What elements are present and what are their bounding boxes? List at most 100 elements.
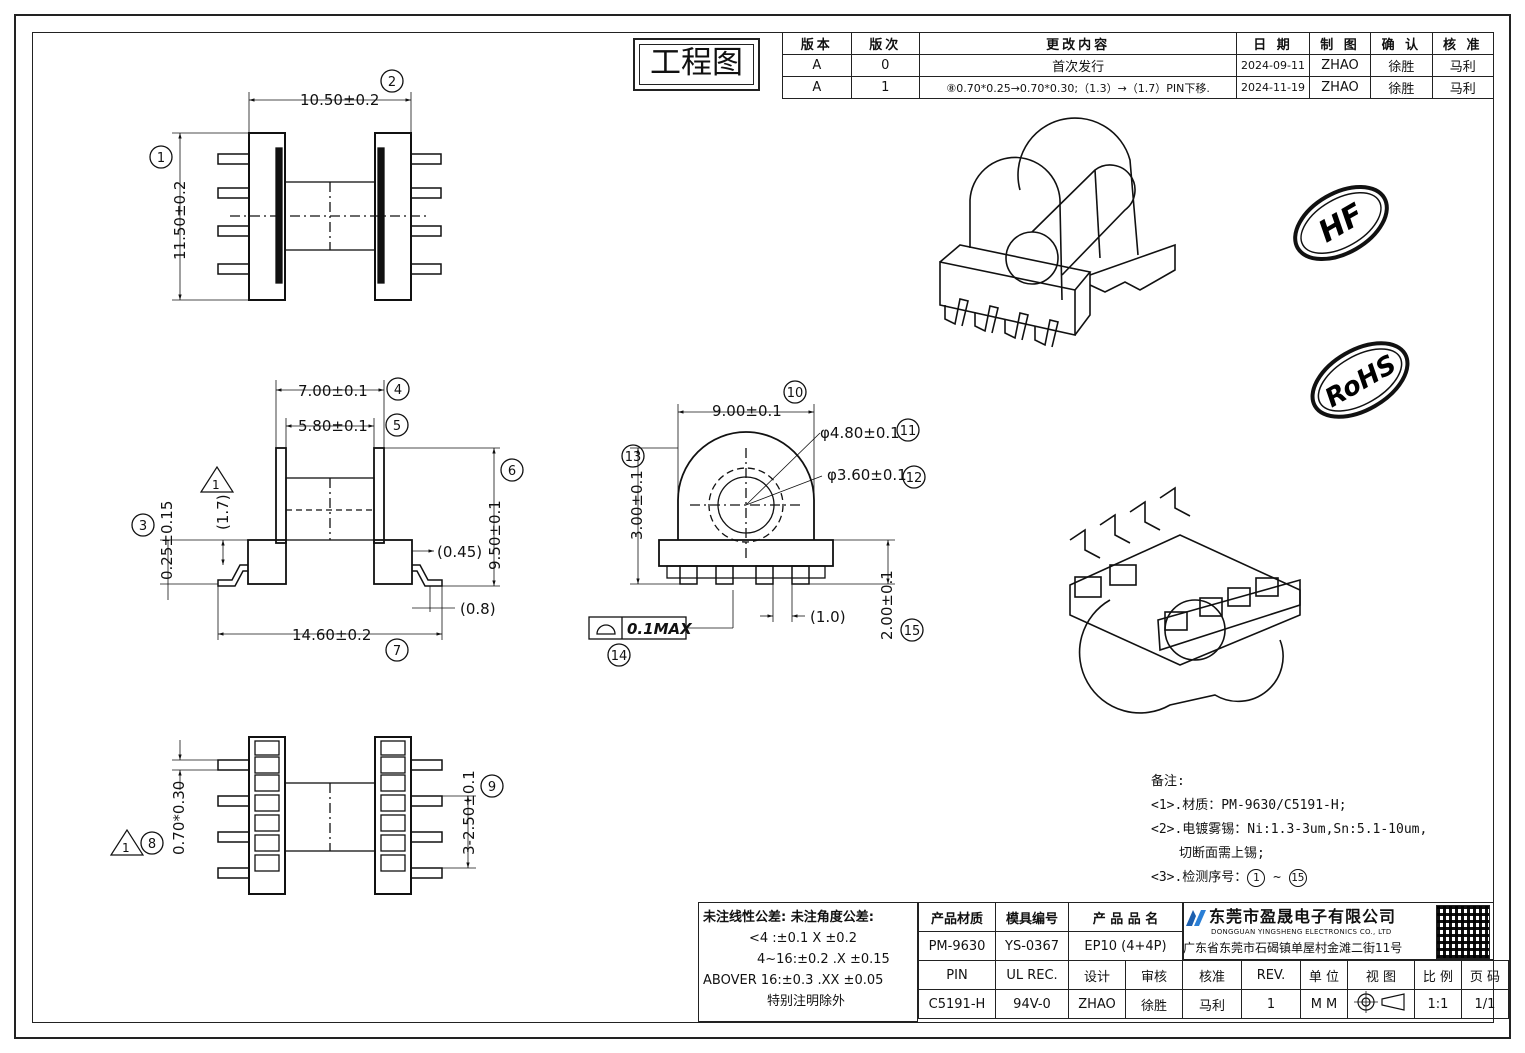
tolerance-heading: 未注线性公差: 未注角度公差: [703, 910, 874, 925]
first-angle-projection-icon [1354, 991, 1405, 1013]
balloon-11: 11 [900, 424, 917, 439]
title-row: C5191-H 94V-0 ZHAO 徐胜 马利 1 M M 1:1 1/1 [918, 989, 1509, 1019]
inspection-balloons: 1 2 3 4 5 6 7 8 9 10 11 12 13 14 15 [131, 69, 926, 855]
title-cell: EP10 (4+4P) [1068, 931, 1183, 961]
dim-base-height: 2.00±0.1 [878, 570, 896, 640]
balloon-15: 15 [904, 624, 921, 639]
balloon-4: 4 [394, 383, 402, 398]
revision-header-row: 版本 版次 更改内容 日 期 制 图 确 认 核 准 [782, 32, 1495, 55]
tolerance-row: <4 :±0.1 X ±0.2 [749, 931, 857, 946]
dim-pin-pitch: (1.0) [810, 608, 846, 626]
balloon-5: 5 [393, 419, 401, 434]
title-cell: PM-9630 [918, 931, 996, 961]
title-cell: 徐胜 [1125, 989, 1183, 1019]
title-header: 核准 [1182, 960, 1242, 990]
title-header: 设计 [1068, 960, 1126, 990]
title-header: 单 位 [1300, 960, 1348, 990]
notes-from-balloon: 1 [1247, 869, 1266, 887]
notes-block: 备注: <1>.材质：PM-9630/C5191-H; <2>.电镀雾锡：Ni:… [1151, 770, 1427, 890]
company-logo-icon [1186, 909, 1206, 926]
rev-cell: 马利 [1431, 54, 1495, 77]
title-cell: 1 [1241, 989, 1301, 1019]
balloon-12: 12 [906, 471, 923, 486]
title-cell: 1:1 [1414, 989, 1462, 1019]
balloon-10: 10 [787, 386, 804, 401]
company-name-en: DONGGUAN YINGSHENG ELECTRONICS CO., LTD [1211, 927, 1392, 936]
projection-symbol-cell [1347, 989, 1415, 1019]
side-view [160, 380, 500, 640]
dim-outer-dia: φ4.80±0.1 [820, 424, 900, 442]
dim-pin-size: 0.70*0.30 [170, 781, 188, 855]
balloon-8: 8 [148, 837, 156, 852]
balloon-14: 14 [611, 649, 628, 664]
company-address: 广东省东莞市石碣镇单屋村金滩二街11号 [1183, 940, 1403, 955]
notes-to-balloon: 15 [1288, 869, 1307, 887]
isometric-view-top [939, 117, 1176, 348]
notes-line: 切断面需上锡; [1179, 846, 1265, 861]
tolerance-block: 未注线性公差: 未注角度公差: <4 :±0.1 X ±0.2 4~16:±0.… [698, 902, 918, 1022]
rev-header-drawn: 制 图 [1308, 32, 1372, 55]
title-header: 审核 [1125, 960, 1183, 990]
title-header: 模具编号 [995, 902, 1069, 932]
title-header: 视 图 [1347, 960, 1415, 990]
revision-row: A 1 ⑧0.70*0.25→0.70*0.30;（1.3）→（1.7）PIN下… [782, 76, 1495, 99]
dim-side-overall: 14.60±0.2 [292, 626, 371, 644]
drawing-sheet-border [14, 14, 1511, 1039]
revision-triangle [109, 828, 145, 856]
dim-front-width: 9.00±0.1 [712, 402, 782, 420]
rev-cell: 徐胜 [1370, 54, 1433, 77]
hf-label: HF [1313, 197, 1370, 250]
rev-cell: ZHAO [1308, 76, 1372, 99]
rev-cell: 马利 [1431, 76, 1495, 99]
company-name-row: 东莞市盈晟电子有限公司 [1183, 903, 1433, 928]
rohs-label: RoHS [1320, 349, 1402, 414]
notes-line: <3>.检测序号：1 ~ 15 [1151, 866, 1427, 890]
revision-mark: 1 [122, 841, 130, 855]
title-header: REV. [1241, 960, 1301, 990]
dim-flange-inner: 5.80±0.1 [298, 417, 368, 435]
notes-heading: 备注: [1151, 774, 1185, 789]
rev-cell: 2024-11-19 [1236, 76, 1310, 99]
balloon-13: 13 [625, 450, 642, 465]
title-cell: ZHAO [1068, 989, 1126, 1019]
top-view [172, 92, 442, 301]
company-block: 东莞市盈晟电子有限公司 DONGGUAN YINGSHENG ELECTRONI… [1183, 903, 1433, 956]
hf-badge [1293, 184, 1389, 262]
balloon-7: 7 [393, 644, 401, 659]
title-cell: 马利 [1182, 989, 1242, 1019]
title-header: 页 码 [1461, 960, 1509, 990]
dim-pin-offset: 0.25±0.15 [158, 501, 176, 580]
dim-bottom-pitch: 3-2.50±0.1 [460, 770, 478, 855]
rev-cell: ZHAO [1308, 54, 1372, 77]
title-header: 比 例 [1414, 960, 1462, 990]
title-header: 产 品 品 名 [1068, 902, 1183, 932]
title-header: 产品材质 [918, 902, 996, 932]
title-cell: 94V-0 [995, 989, 1069, 1019]
isometric-view-bottom [1069, 486, 1301, 714]
revision-table: 版本 版次 更改内容 日 期 制 图 确 认 核 准 A 0 首次发行 2024… [782, 32, 1495, 99]
rev-cell: 2024-09-11 [1236, 54, 1310, 77]
rev-header-change: 更改内容 [919, 32, 1238, 55]
tolerance-row: 特别注明除外 [767, 994, 846, 1009]
balloon-1: 1 [157, 151, 165, 166]
front-view [630, 404, 895, 629]
balloon-9: 9 [488, 780, 496, 795]
bottom-view [172, 736, 476, 895]
qr-code-icon [1436, 905, 1490, 959]
revision-mark: 1 [212, 478, 220, 492]
drawing-frame [32, 32, 1494, 1023]
dim-pin-rise: (1.7) [214, 494, 232, 530]
balloon-6: 6 [508, 464, 516, 479]
balloon-2: 2 [388, 75, 396, 90]
dim-inner-dia: φ3.60±0.1 [827, 466, 907, 484]
title-row: 产品材质 模具编号 产 品 品 名 [918, 902, 1509, 932]
drawing-title: 工程图 [639, 44, 754, 85]
title-table: 产品材质 模具编号 产 品 品 名 PM-9630 YS-0367 EP10 (… [918, 902, 1509, 1019]
rohs-badge [1310, 341, 1410, 419]
revision-triangle [199, 465, 235, 493]
rev-cell: 徐胜 [1370, 76, 1433, 99]
balloon-3: 3 [139, 519, 147, 534]
title-cell: C5191-H [918, 989, 996, 1019]
revision-row: A 0 首次发行 2024-09-11 ZHAO 徐胜 马利 [782, 54, 1495, 77]
